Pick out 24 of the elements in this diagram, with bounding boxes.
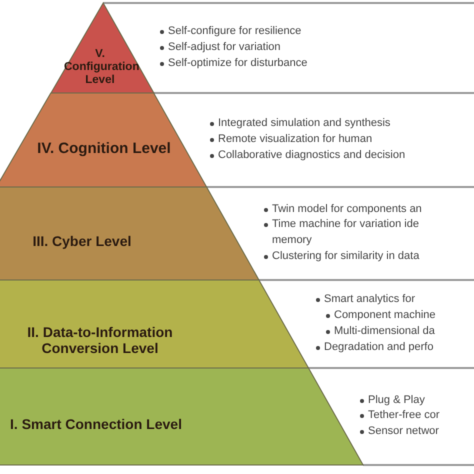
bullet-point: Collaborative diagnostics and decision [218,148,406,163]
bullet-point: Tether-free cor [368,408,441,424]
bullet-point: Smart analytics for [324,292,416,307]
level-title: III. Cyber Level [32,233,132,250]
pyramid-level [0,93,207,187]
bullet-point: Multi-dimensional da [334,324,436,339]
bullet-point: Component machine [334,308,437,323]
bullet-point: Self-configure for resilience [168,24,302,39]
bullet-point: Self-adjust for variation [168,40,282,55]
level-title: I. Smart Connection Level [9,416,183,432]
level-title: IV. Cognition Level [36,140,172,158]
pyramid-level [0,187,259,280]
bullet-point: Twin model for components an [272,202,423,216]
bullet-point: Self-optimize for disturbance [168,56,308,71]
pyramid-level [0,368,364,465]
bullet-point: Clustering for similarity in data [272,249,420,264]
bullet-point: Degradation and perfo [324,340,434,355]
bullet-point: Time machine for variation ide memory [272,217,420,248]
level-title: II. Data-to-Information Conversion Level [26,324,174,356]
bullet-point: Plug & Play [368,392,426,408]
bullet-point: Sensor networ [368,424,440,440]
bullet-point: Integrated simulation and synthesis [218,116,392,131]
bullet-point: Remote visualization for human [218,132,374,147]
pyramid-level [0,280,308,368]
